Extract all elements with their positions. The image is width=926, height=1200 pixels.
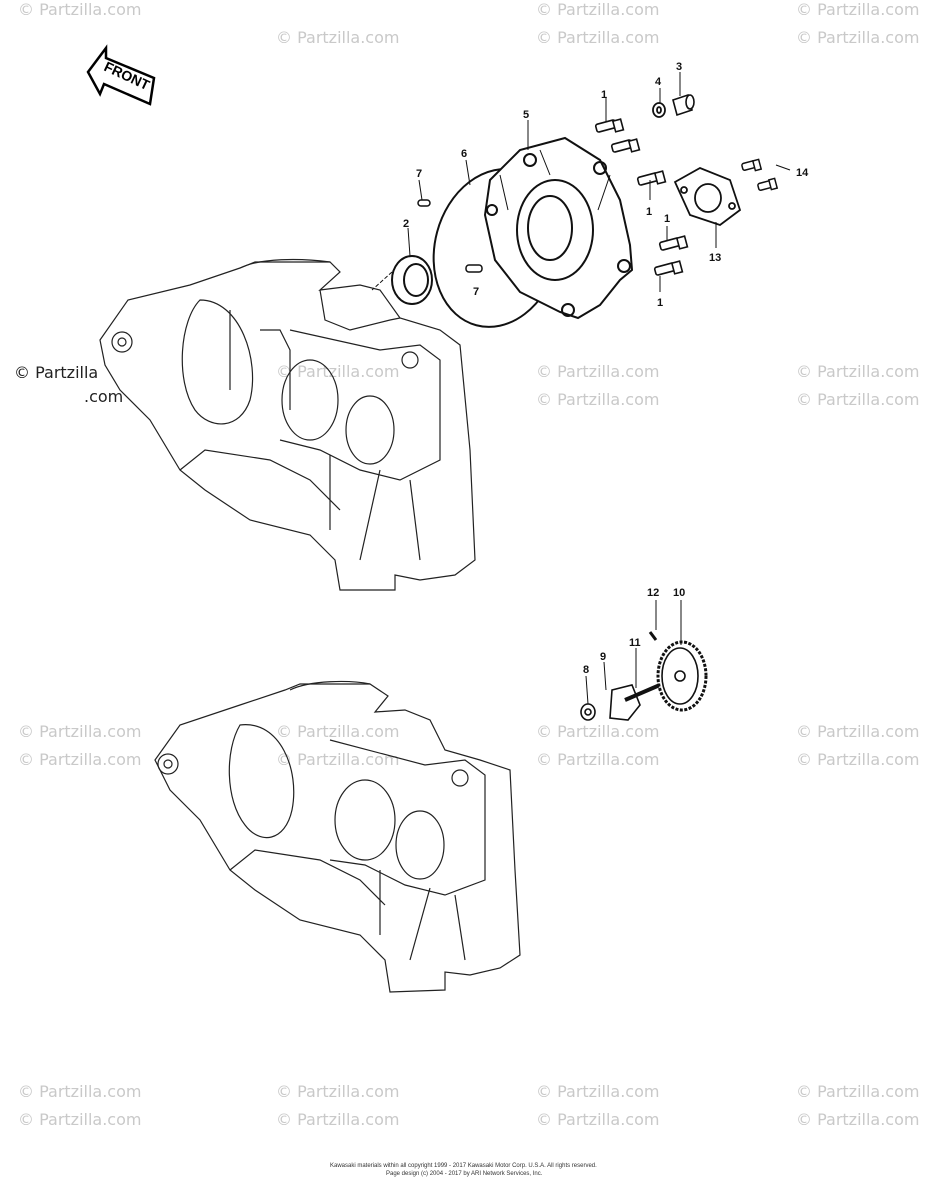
callout-3: 3 (676, 61, 682, 73)
callout-13: 13 (709, 252, 721, 264)
gear-assembly (580, 631, 708, 721)
callout-7: 7 (416, 168, 422, 180)
callout-2: 2 (403, 218, 409, 230)
watermark: © Partzilla.com (796, 1082, 920, 1101)
callout-1: 1 (601, 89, 607, 101)
callout-7: 7 (473, 286, 479, 298)
watermark: © Partzilla.com (796, 28, 920, 47)
watermark: © Partzilla.com (18, 1110, 142, 1129)
front-arrow-icon: FRONT (86, 44, 156, 106)
cover-plate (673, 167, 742, 227)
callout-14: 14 (796, 167, 809, 179)
watermark: © Partzilla.com (796, 722, 920, 741)
watermark: © Partzilla.com (18, 0, 142, 19)
watermark: © Partzilla.com (276, 1082, 400, 1101)
bolt (594, 118, 689, 276)
watermark: © Partzilla.com (276, 28, 400, 47)
callout-5: 5 (523, 109, 529, 121)
watermark: © Partzilla.com (276, 362, 400, 381)
callout-11: 11 (629, 637, 641, 649)
watermark-main-line2: .com (84, 387, 124, 406)
watermark: © Partzilla.com (536, 750, 660, 769)
copyright-line-1: Kawasaki materials within all copyright … (330, 1163, 597, 1169)
screw (741, 158, 779, 191)
watermark: © Partzilla.com (276, 722, 400, 741)
watermark: © Partzilla.com (796, 750, 920, 769)
callout-6: 6 (461, 148, 467, 160)
copyright-line-2: Page design (c) 2004 - 2017 by ARI Netwo… (386, 1171, 543, 1177)
washer (652, 102, 666, 118)
callout-4: 4 (655, 76, 662, 88)
callout-9: 9 (600, 651, 606, 663)
watermark: © Partzilla.com (536, 362, 660, 381)
callout-1: 1 (664, 213, 670, 225)
crankcase-cover (483, 136, 634, 320)
watermark: © Partzilla.com (536, 390, 660, 409)
dowel-pin (417, 199, 483, 273)
callout-1: 1 (657, 297, 663, 309)
leader-lines (407, 72, 791, 705)
watermark: © Partzilla.com (536, 28, 660, 47)
watermark: © Partzilla.com (796, 362, 920, 381)
watermark: © Partzilla.com (536, 0, 660, 19)
watermark-main-line1: © Partzilla (14, 363, 99, 382)
callout-8: 8 (583, 664, 589, 676)
oil-seal (371, 255, 433, 305)
callout-12: 12 (647, 587, 659, 599)
collar (672, 93, 695, 117)
watermark: © Partzilla.com (796, 0, 920, 19)
callout-1: 1 (646, 206, 652, 218)
watermark: © Partzilla.com (536, 1082, 660, 1101)
watermark: © Partzilla.com (796, 390, 920, 409)
copyright-footer: Kawasaki materials within all copyright … (330, 1162, 597, 1178)
watermark: © Partzilla.com (276, 1110, 400, 1129)
watermark: © Partzilla.com (18, 1082, 142, 1101)
watermark: © Partzilla.com (536, 722, 660, 741)
watermark: © Partzilla.com (536, 1110, 660, 1129)
watermark: © Partzilla.com (796, 1110, 920, 1129)
watermark: © Partzilla.com (18, 722, 142, 741)
small-gear (609, 684, 641, 721)
watermark: © Partzilla.com (276, 750, 400, 769)
watermark: © Partzilla.com (18, 750, 142, 769)
lower-crankcase (154, 680, 521, 993)
callout-10: 10 (673, 587, 685, 599)
upper-crankcase (99, 258, 476, 591)
watermark-main: © Partzilla .com (14, 361, 123, 409)
